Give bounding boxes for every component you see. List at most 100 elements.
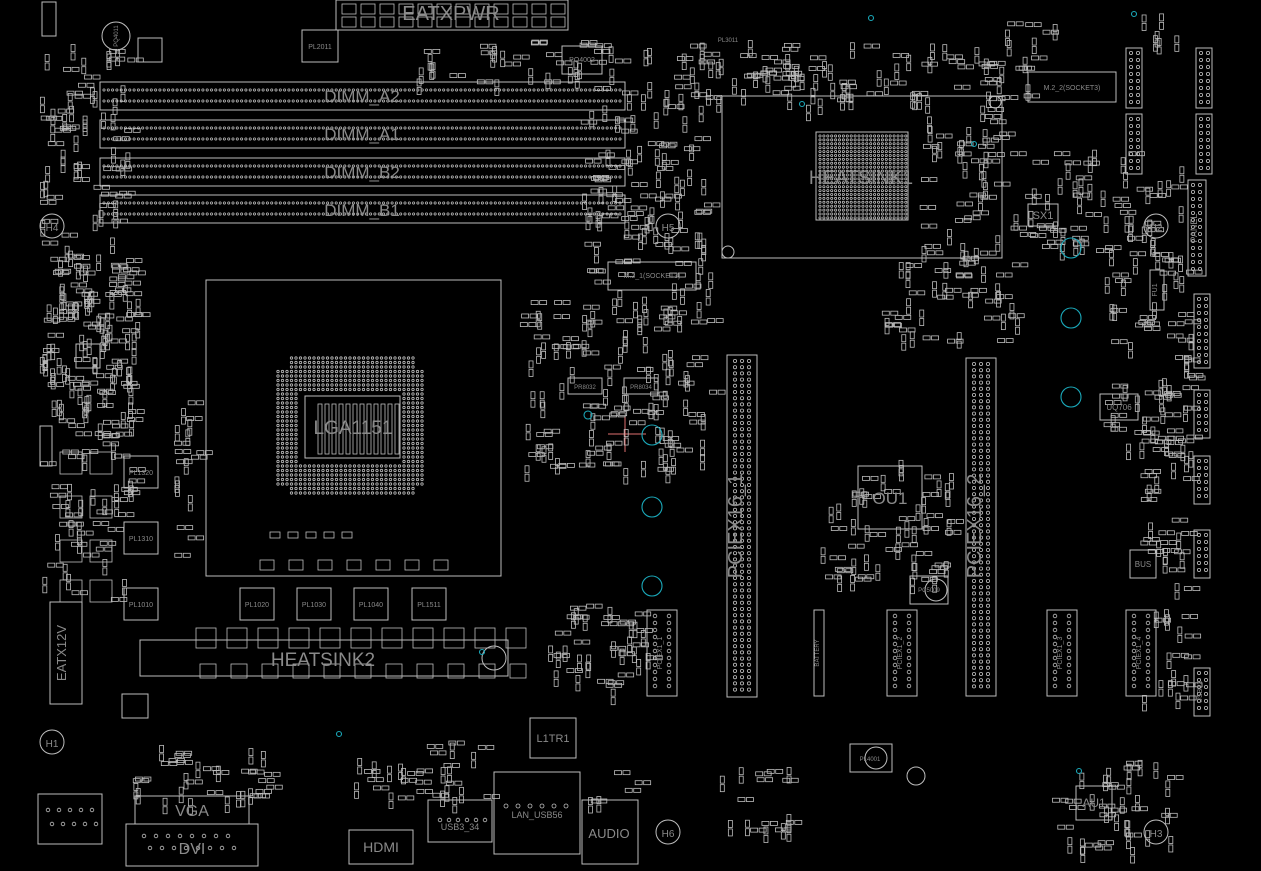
smd-pad bbox=[1075, 175, 1084, 181]
dimm-contact bbox=[493, 164, 497, 168]
smd-pad bbox=[524, 473, 530, 482]
pcie-pin bbox=[740, 569, 745, 574]
smd-pad bbox=[904, 529, 910, 538]
dimm-contact bbox=[227, 164, 231, 168]
cpu-pin bbox=[289, 356, 294, 360]
smd-pad bbox=[1064, 160, 1073, 166]
dimm-contact bbox=[111, 88, 115, 92]
pcie-pin bbox=[740, 514, 745, 519]
cpu-pin bbox=[406, 464, 411, 468]
pciex16-2-slot bbox=[965, 357, 997, 697]
smd-pad bbox=[127, 417, 135, 423]
cpu-pin bbox=[402, 455, 406, 459]
smd-pad bbox=[50, 218, 59, 224]
cpu-pin bbox=[352, 365, 357, 369]
dimm-contact bbox=[575, 175, 579, 179]
smd-pad bbox=[117, 360, 123, 368]
pcie-pin bbox=[979, 430, 984, 435]
smd-pad bbox=[1137, 768, 1143, 777]
dimm-contact bbox=[545, 164, 549, 168]
cpu-pin bbox=[406, 356, 411, 360]
cpu-pin bbox=[316, 369, 321, 374]
smd-pad bbox=[375, 777, 384, 783]
dimm-contact bbox=[351, 88, 355, 92]
bga-ball bbox=[830, 153, 834, 157]
dimm-contact bbox=[162, 99, 166, 103]
header-pin bbox=[1199, 158, 1204, 163]
smd-pad bbox=[1165, 807, 1170, 816]
smd-pad bbox=[83, 552, 91, 558]
smd-pad bbox=[1072, 189, 1078, 198]
smd-pad bbox=[983, 190, 988, 199]
bga-ball bbox=[834, 157, 838, 161]
smd-pad bbox=[643, 58, 649, 67]
smd-pad bbox=[1152, 326, 1161, 331]
smd-pad bbox=[540, 410, 546, 419]
dimm-contact bbox=[119, 212, 123, 216]
dimm-contact bbox=[424, 201, 428, 205]
header-pin bbox=[1191, 182, 1196, 187]
dimm-contact bbox=[244, 88, 248, 92]
cpu-pin bbox=[388, 378, 393, 383]
dimm-contact bbox=[476, 201, 480, 205]
header-pin bbox=[1204, 296, 1209, 301]
smd-pad bbox=[60, 158, 66, 167]
smd-pad bbox=[775, 827, 783, 833]
cpu-core-pad bbox=[331, 403, 337, 455]
cpu-pin bbox=[384, 464, 388, 468]
bga-ball bbox=[880, 177, 884, 181]
dimm-contact bbox=[442, 212, 446, 216]
smd-pad bbox=[76, 454, 85, 460]
pcie-pin bbox=[986, 361, 991, 366]
smd-pad bbox=[1092, 158, 1097, 167]
smd-pad bbox=[986, 143, 995, 149]
bga-ball bbox=[830, 192, 834, 196]
smd-pad bbox=[1000, 313, 1006, 322]
smd-pad bbox=[587, 462, 596, 468]
eatxpwr-pin bbox=[512, 16, 528, 28]
header-pin bbox=[1197, 331, 1202, 336]
smd-pad bbox=[1168, 836, 1174, 844]
smd-pad bbox=[124, 166, 133, 172]
smd-pad bbox=[78, 508, 84, 517]
dimm-contact bbox=[295, 201, 299, 205]
smd-pad bbox=[1177, 626, 1183, 635]
smd-pad bbox=[980, 250, 989, 256]
right-header bbox=[1125, 113, 1143, 175]
dimm-contact bbox=[106, 164, 110, 168]
smd-pad bbox=[1149, 497, 1158, 502]
cpu-pin bbox=[316, 387, 321, 392]
smd-pad bbox=[683, 260, 692, 266]
smd-pad bbox=[1134, 429, 1143, 435]
smd-pad bbox=[1120, 157, 1126, 166]
bga-ball bbox=[884, 212, 888, 216]
dimm-contact bbox=[429, 88, 433, 92]
bga-ball bbox=[845, 192, 849, 196]
smd-pad bbox=[669, 272, 678, 278]
cpu-pin bbox=[303, 468, 307, 473]
smd-pad bbox=[1158, 388, 1164, 397]
pcie-pin bbox=[979, 479, 984, 484]
smd-pad bbox=[971, 158, 979, 164]
smd-pad bbox=[97, 402, 105, 408]
dimm-contact bbox=[175, 99, 179, 103]
cpu-pin bbox=[402, 432, 406, 437]
bga-ball bbox=[822, 138, 826, 142]
smd-pad bbox=[637, 420, 646, 426]
smd-pad bbox=[947, 237, 952, 246]
dimm-contact bbox=[506, 126, 510, 130]
smd-pad bbox=[113, 209, 119, 217]
dimm-contact bbox=[261, 212, 265, 216]
dimm-contact bbox=[192, 99, 196, 103]
dimm-contact bbox=[541, 88, 545, 92]
smd-pad bbox=[582, 323, 588, 332]
bga-ball bbox=[818, 204, 822, 208]
smd-pad bbox=[1018, 65, 1027, 71]
smd-pad bbox=[111, 218, 120, 224]
dimm-contact bbox=[437, 99, 441, 103]
pcie-pin bbox=[747, 588, 752, 593]
pcie-pin bbox=[986, 591, 991, 596]
smd-pad bbox=[67, 92, 73, 101]
smd-pad bbox=[1162, 284, 1168, 293]
dimm-contact bbox=[416, 99, 420, 103]
